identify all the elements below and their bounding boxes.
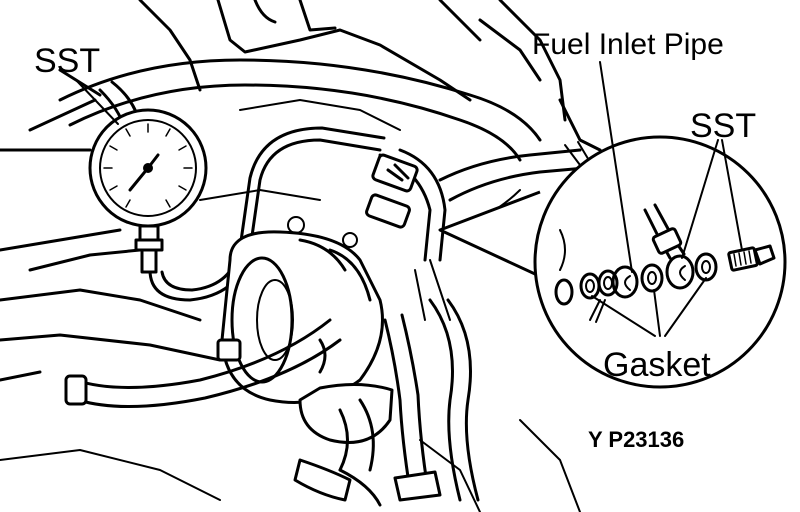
leader-lines <box>591 61 743 337</box>
figure-code: Y P23136 <box>588 427 684 452</box>
gasket-3 <box>640 263 664 293</box>
lower-hose <box>64 318 342 408</box>
gasket-4 <box>694 252 718 282</box>
vertical-hoses <box>293 298 480 507</box>
label-sst-left: SST <box>34 42 100 80</box>
leader-sst-left <box>75 79 119 125</box>
union-bolt-left <box>554 278 574 306</box>
sst-union-left <box>611 265 639 299</box>
labels: SST Fuel Inlet Pipe SST Gasket Y P23136 <box>34 28 756 452</box>
label-fuel-inlet-pipe: Fuel Inlet Pipe <box>532 28 724 61</box>
sst-union-right <box>665 254 695 290</box>
detail-magnifier <box>533 61 787 389</box>
pressure-gauge <box>88 108 208 274</box>
label-sst-right: SST <box>690 107 756 145</box>
gasket-2 <box>597 269 619 297</box>
callout-pointer <box>438 190 549 282</box>
gauge-ticks <box>103 123 193 208</box>
label-gasket: Gasket <box>603 346 711 384</box>
fuel-filter-body <box>220 216 394 472</box>
union-bolt-sst <box>727 244 776 272</box>
